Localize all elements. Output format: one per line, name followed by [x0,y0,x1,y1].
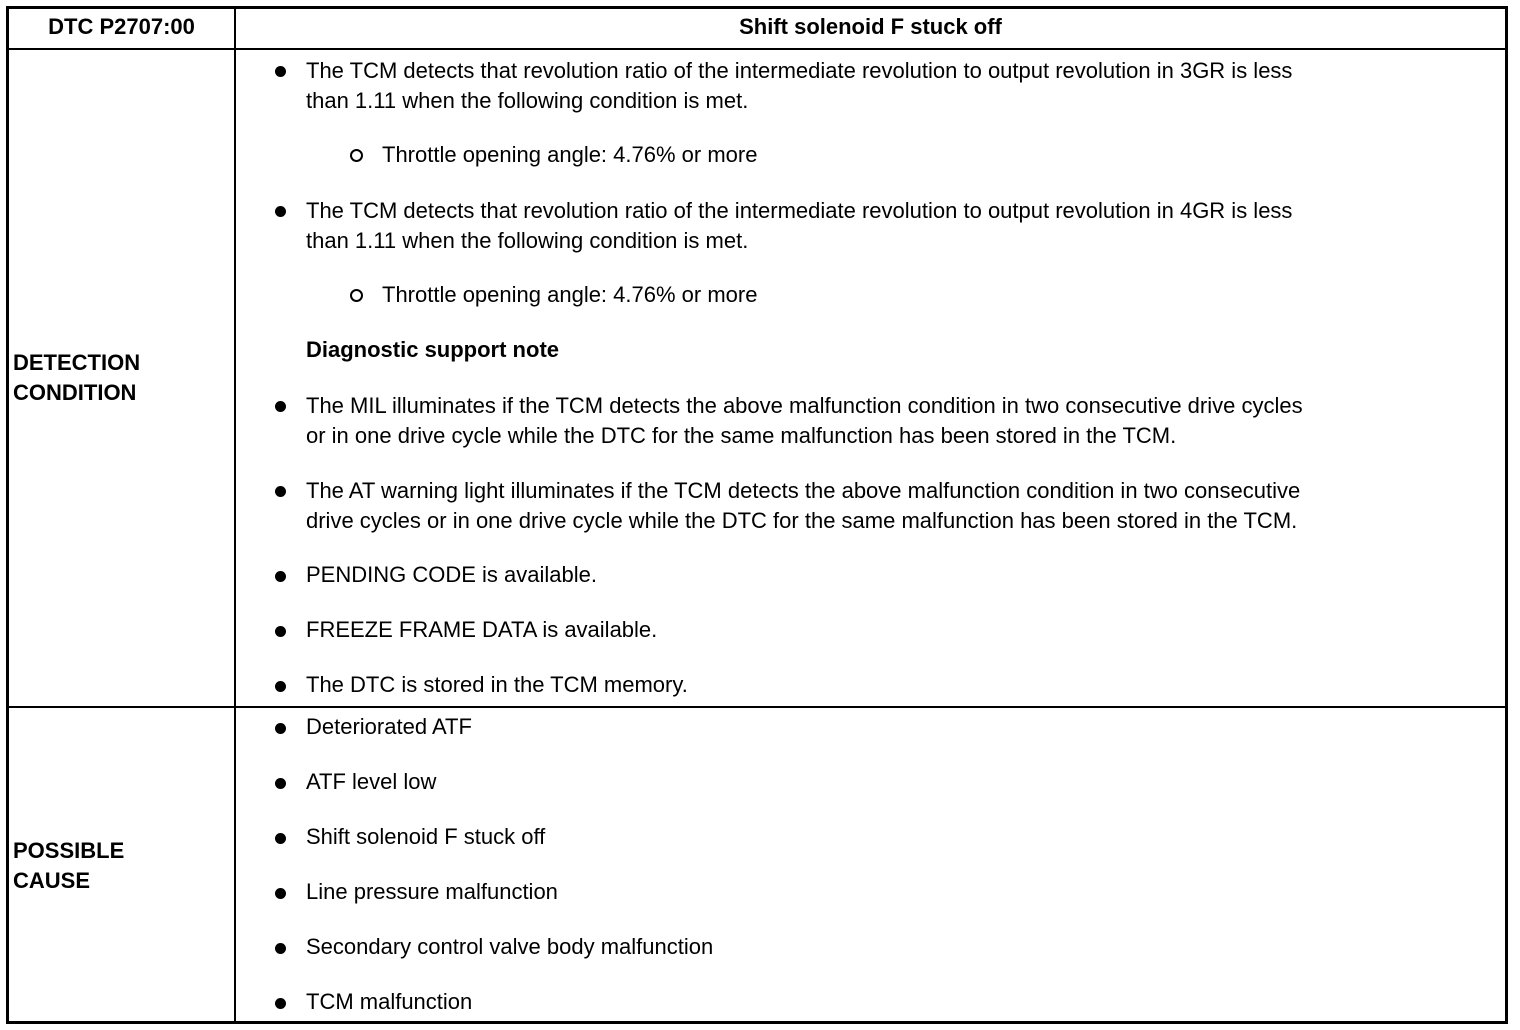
cause-label-line1: POSSIBLE [13,838,125,863]
circle-bullet-icon [350,149,363,162]
circle-bullet-icon [350,289,363,302]
detection-label-line2: CONDITION [13,380,137,405]
detection-item-line: than 1.11 when the following condition i… [306,88,749,113]
dtc-table: DTC P2707:00 Shift solenoid F stuck off … [6,6,1508,1024]
note-item: PENDING CODE is available. [306,562,597,587]
note-item-line: or in one drive cycle while the DTC for … [306,423,1177,448]
dtc-title: Shift solenoid F stuck off [739,14,1002,39]
note-item: FREEZE FRAME DATA is available. [306,617,658,642]
detection-condition-label: DETECTION CONDITION [13,348,228,408]
bullet-icon [275,206,286,217]
detection-item-line: The TCM detects that revolution ratio of… [306,198,1293,223]
bullet-icon [275,571,286,582]
bullet-icon [275,778,286,789]
cause-item: Shift solenoid F stuck off [306,824,546,849]
bullet-icon [275,681,286,692]
detection-item: The TCM detects that revolution ratio of… [306,56,1466,116]
detection-item-line: The TCM detects that revolution ratio of… [306,58,1293,83]
bullet-icon [275,998,286,1009]
column-divider [234,9,236,1021]
cause-item: ATF level low [306,769,437,794]
detection-label-line1: DETECTION [13,350,141,375]
header-divider [9,48,1505,50]
cause-item: Deteriorated ATF [306,714,472,739]
cause-label-line2: CAUSE [13,868,91,893]
note-item-line: The MIL illuminates if the TCM detects t… [306,393,1303,418]
bullet-icon [275,401,286,412]
bullet-icon [275,888,286,899]
cause-item: Line pressure malfunction [306,879,558,904]
note-item-line: drive cycles or in one drive cycle while… [306,508,1298,533]
bullet-icon [275,486,286,497]
detection-sub-item: Throttle opening angle: 4.76% or more [382,142,758,167]
dtc-code: DTC P2707:00 [48,14,195,39]
note-item: The DTC is stored in the TCM memory. [306,672,688,697]
cause-item: TCM malfunction [306,989,473,1014]
bullet-icon [275,723,286,734]
detection-item: The TCM detects that revolution ratio of… [306,196,1466,256]
detection-sub-item: Throttle opening angle: 4.76% or more [382,282,758,307]
possible-cause-label: POSSIBLE CAUSE [13,836,228,896]
note-item: The AT warning light illuminates if the … [306,476,1466,536]
row-divider [9,706,1505,708]
bullet-icon [275,626,286,637]
bullet-icon [275,66,286,77]
cause-item: Secondary control valve body malfunction [306,934,714,959]
bullet-icon [275,833,286,844]
note-item: The MIL illuminates if the TCM detects t… [306,391,1466,451]
diagnostic-note-heading: Diagnostic support note [306,337,559,362]
detection-item-line: than 1.11 when the following condition i… [306,228,749,253]
note-item-line: The AT warning light illuminates if the … [306,478,1301,503]
bullet-icon [275,943,286,954]
